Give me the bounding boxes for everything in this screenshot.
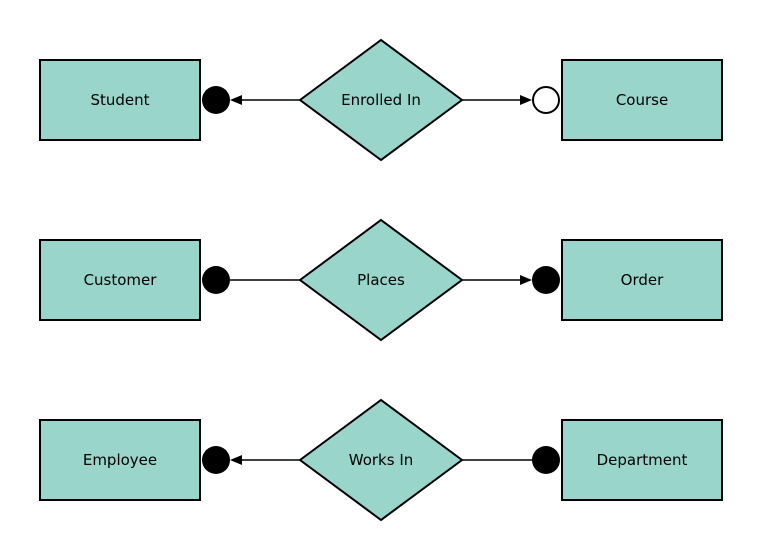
entity-box-employee [39, 419, 201, 501]
arrowhead-icon [520, 95, 532, 105]
arrowhead-icon [230, 455, 242, 465]
entity-label-course: Course [616, 91, 668, 109]
filled-circle-icon [532, 446, 560, 474]
entity-label-customer: Customer [84, 271, 158, 289]
relationship-row-employee-department: Employee Works In Department [39, 398, 723, 522]
relationship-label-enrolled-in: Enrolled In [341, 91, 421, 109]
arrowhead-icon [520, 275, 532, 285]
filled-circle-icon [202, 446, 230, 474]
entity-box-order [561, 239, 723, 321]
entity-box-customer [39, 239, 201, 321]
open-circle-icon [532, 86, 560, 114]
relationship-row-customer-order: Customer Places Order [39, 218, 723, 342]
entity-label-order: Order [621, 271, 664, 289]
relationship-label-places: Places [357, 271, 405, 289]
entity-label-department: Department [597, 451, 688, 469]
entity-box-department [561, 419, 723, 501]
filled-circle-icon [532, 266, 560, 294]
arrowhead-icon [230, 95, 242, 105]
entity-label-student: Student [90, 91, 149, 109]
entity-box-course [561, 59, 723, 141]
relationship-label-works-in: Works In [349, 451, 414, 469]
relationship-row-student-course: Student Enrolled In Course [39, 38, 723, 162]
entity-box-student [39, 59, 201, 141]
filled-circle-icon [202, 86, 230, 114]
entity-label-employee: Employee [83, 451, 157, 469]
filled-circle-icon [202, 266, 230, 294]
